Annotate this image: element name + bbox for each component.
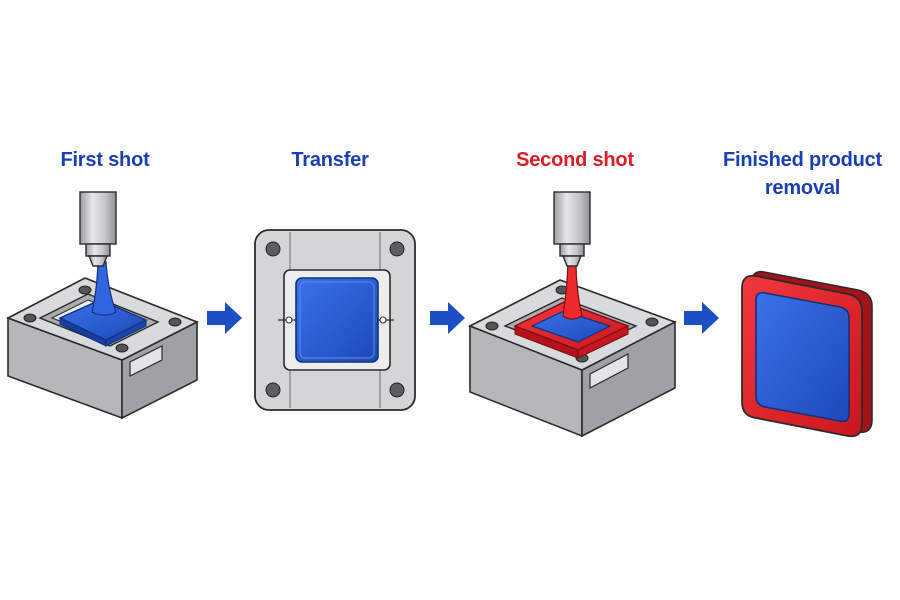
step-label-transfer: Transfer bbox=[255, 146, 405, 174]
finished-part-icon bbox=[741, 270, 873, 438]
arrow-right-icon bbox=[684, 302, 719, 334]
arrow-right-icon bbox=[207, 302, 242, 334]
mold-transfer-icon bbox=[254, 229, 416, 411]
mold-first-shot-icon bbox=[6, 191, 199, 420]
step-label-transfer-text: Transfer bbox=[291, 149, 369, 171]
step-label-finished-line1: Finished product bbox=[722, 149, 883, 171]
arrow-right-icon bbox=[430, 302, 465, 334]
step-label-second-shot-text: Second shot bbox=[516, 149, 634, 171]
step-label-finished-line2: removal bbox=[764, 177, 841, 199]
step-label-first-shot: First shot bbox=[30, 146, 180, 174]
step-label-second-shot: Second shot bbox=[495, 146, 655, 174]
step-label-first-shot-text: First shot bbox=[60, 149, 150, 171]
mold-second-shot-icon bbox=[468, 191, 677, 438]
step-label-finished-product: Finished product removal bbox=[705, 146, 900, 202]
